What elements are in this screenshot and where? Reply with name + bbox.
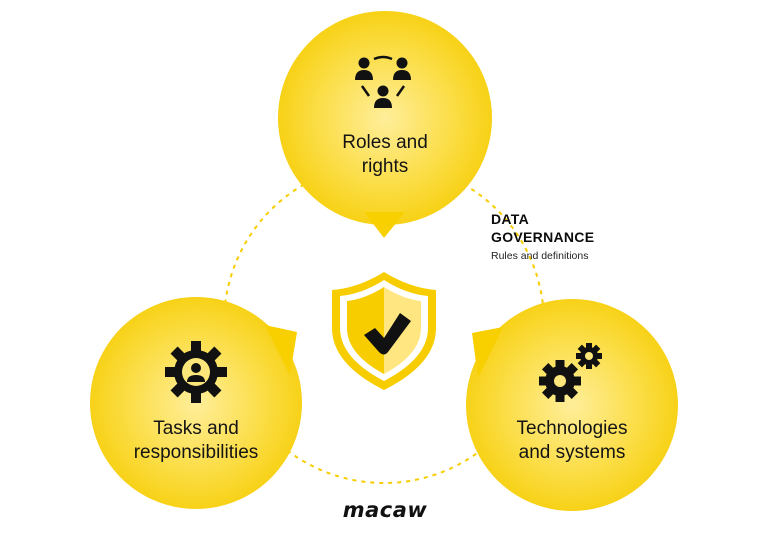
people-network-icon bbox=[355, 55, 411, 108]
governance-title-line2: GOVERNANCE bbox=[491, 229, 595, 245]
node-tasks-line2: responsibilities bbox=[133, 442, 259, 463]
brand-logo: macaw bbox=[342, 498, 428, 522]
node-roles-line1: Roles and bbox=[342, 132, 428, 153]
shield-check-icon bbox=[332, 272, 436, 390]
node-tech-line2: and systems bbox=[518, 442, 626, 463]
governance-title-line1: DATA bbox=[491, 211, 530, 227]
governance-caption: DATA GOVERNANCE Rules and definitions bbox=[491, 210, 594, 262]
node-roles-label: Roles and rights bbox=[305, 131, 465, 179]
gear-person-icon bbox=[165, 341, 227, 403]
node-tasks-label: Tasks and responsibilities bbox=[110, 417, 282, 465]
node-tasks-line1: Tasks and bbox=[153, 418, 239, 439]
bubble-tech bbox=[466, 299, 678, 511]
governance-subtitle: Rules and definitions bbox=[491, 250, 589, 262]
gears-icon bbox=[539, 343, 602, 402]
node-tech-label: Technologies and systems bbox=[492, 417, 652, 465]
node-roles-line2: rights bbox=[361, 156, 409, 177]
bubble-roles bbox=[278, 11, 492, 238]
node-tech-line1: Technologies bbox=[516, 418, 628, 439]
